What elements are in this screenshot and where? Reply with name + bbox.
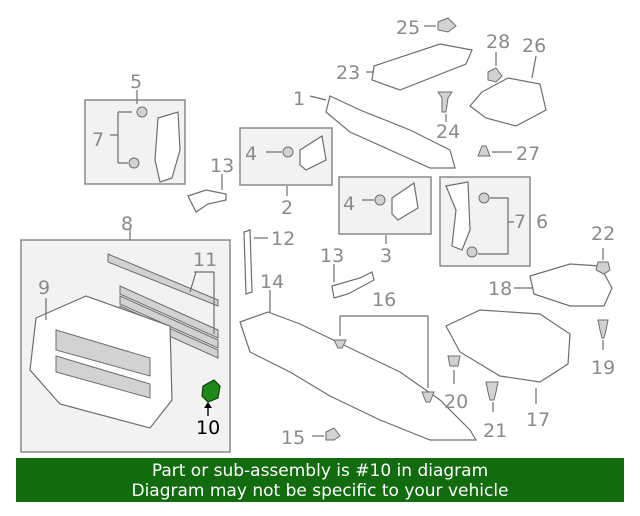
callout-4-lower: 4	[343, 193, 355, 215]
callout-14: 14	[260, 271, 284, 293]
callout-21: 19	[591, 357, 615, 379]
part-12	[243, 229, 268, 295]
part-23	[366, 43, 473, 91]
box-part-5	[84, 90, 186, 185]
callout-5: 5	[130, 71, 142, 93]
callout-12: 12	[271, 228, 295, 250]
callout-20: 18	[488, 278, 512, 300]
part-16	[333, 315, 435, 403]
part-1	[309, 95, 456, 169]
banner-line-2: Diagram may not be specific to your vehi…	[131, 481, 509, 501]
part-20	[514, 263, 613, 307]
callout-11: 11	[193, 249, 217, 271]
part-22	[595, 248, 611, 275]
part-19	[447, 355, 461, 384]
callout-7-right: 7	[514, 211, 526, 233]
box-part-6	[439, 176, 531, 267]
callout-4-upper: 4	[245, 143, 257, 165]
callout-23: 23	[336, 62, 360, 84]
part-13-upper	[187, 174, 227, 213]
callout-17: 17	[526, 409, 550, 431]
part-13-lower	[331, 264, 375, 299]
part-17	[445, 309, 571, 404]
callout-8: 8	[121, 213, 133, 235]
highlighted-part-10	[201, 379, 221, 403]
callout-24: 24	[436, 121, 460, 143]
callout-2: 2	[281, 197, 293, 219]
info-banner: Part or sub-assembly is #10 in diagram D…	[16, 458, 624, 502]
callout-9: 9	[38, 277, 50, 299]
callout-10: 10	[196, 417, 220, 439]
part-26	[469, 55, 547, 127]
callout-13-upper: 13	[210, 155, 234, 177]
callout-26: 26	[522, 35, 546, 57]
box-part-3	[338, 176, 432, 244]
callout-1: 1	[293, 88, 305, 110]
callout-15: 15	[281, 427, 305, 449]
callout-7-left: 7	[92, 129, 104, 151]
callout-16: 16	[372, 289, 396, 311]
callout-19: 20	[444, 391, 468, 413]
part-21	[597, 319, 609, 350]
callout-18: 21	[483, 420, 507, 442]
part-28	[487, 52, 503, 83]
part-14	[239, 290, 478, 441]
box-part-8	[20, 228, 231, 453]
callout-22: 22	[591, 223, 615, 245]
part-27	[477, 145, 512, 157]
banner-line-1: Part or sub-assembly is #10 in diagram	[151, 461, 489, 481]
part-18	[485, 381, 499, 412]
callout-13-lower: 13	[320, 245, 344, 267]
box-part-2	[239, 127, 333, 196]
part-15	[312, 427, 341, 441]
callout-28: 28	[486, 31, 510, 53]
part-25	[424, 17, 457, 33]
callout-3: 3	[380, 245, 392, 267]
callout-25: 25	[396, 17, 420, 39]
part-24	[437, 91, 453, 122]
callout-27: 27	[516, 143, 540, 165]
callout-6: 6	[536, 211, 548, 233]
